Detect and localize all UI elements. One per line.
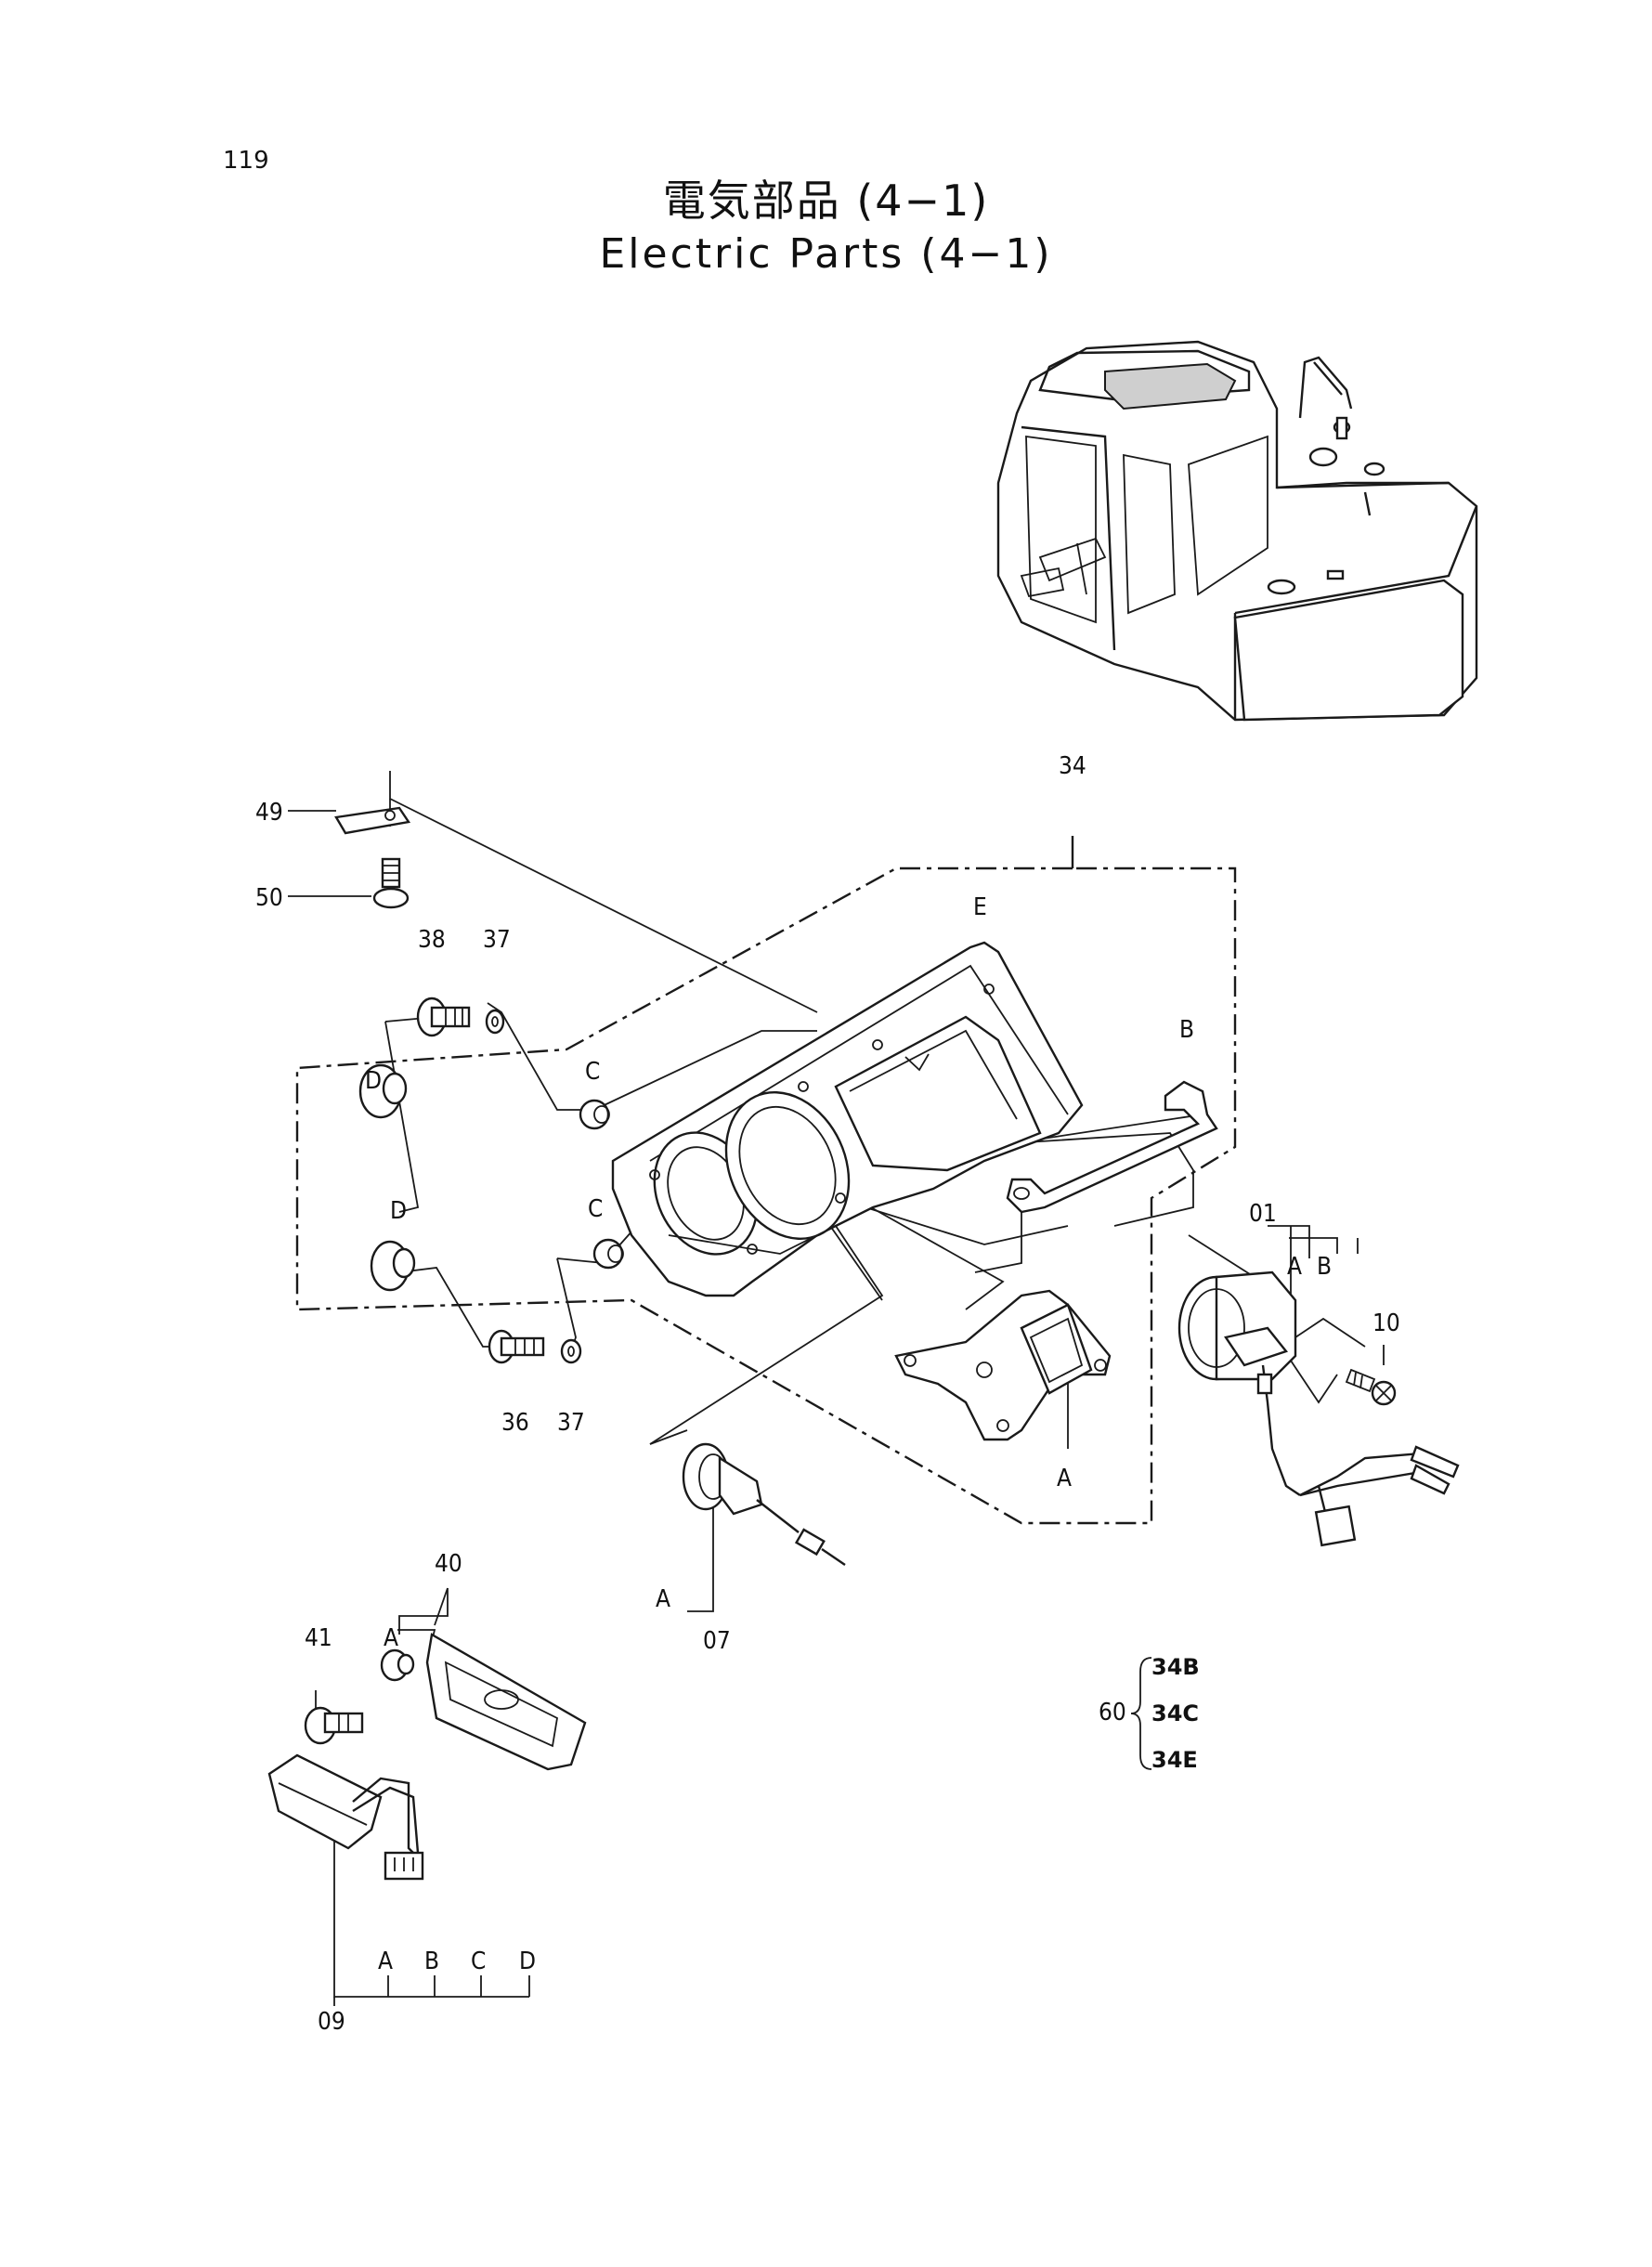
label-B-01: B — [1317, 1253, 1332, 1281]
set-60-item-1: 34B — [1151, 1654, 1200, 1680]
part-49-plate — [334, 806, 411, 835]
part-01-buzzer — [1177, 1270, 1460, 1547]
grommet-c-lower — [592, 1238, 624, 1270]
part-40-lamp-housing — [425, 1633, 587, 1771]
label-A-07: A — [656, 1585, 670, 1613]
part-37-washer-lower — [560, 1338, 582, 1364]
set-60-list: 60 34B 34C 34E — [1099, 1654, 1200, 1773]
label-36: 36 — [501, 1409, 529, 1437]
label-B-09: B — [424, 1948, 439, 1975]
label-D-upper: D — [365, 1067, 382, 1095]
title-japanese: 電気部品 (4−1) — [662, 176, 990, 226]
excavator-overview — [996, 340, 1478, 722]
label-E: E — [973, 893, 987, 921]
label-A-09: A — [378, 1948, 393, 1975]
part-10-screw — [1345, 1368, 1397, 1406]
label-41: 41 — [305, 1624, 332, 1652]
page-number: 119 — [223, 147, 269, 175]
grommet-d-upper — [358, 1063, 408, 1119]
label-C-lower: C — [588, 1195, 603, 1223]
grommet-d-lower — [370, 1240, 416, 1292]
part-50-bolt — [372, 857, 410, 909]
part-36-pin — [488, 1329, 545, 1364]
bracket-b — [1006, 1080, 1218, 1214]
label-10: 10 — [1372, 1309, 1400, 1337]
label-07: 07 — [703, 1627, 731, 1655]
label-50: 50 — [255, 884, 283, 912]
label-38: 38 — [418, 926, 446, 954]
label-A-40: A — [384, 1624, 398, 1652]
label-01: 01 — [1249, 1200, 1277, 1228]
label-B-bracket: B — [1179, 1016, 1194, 1044]
label-37-upper: 37 — [483, 926, 511, 954]
part-07-socket — [682, 1442, 846, 1566]
part-38-pin — [416, 997, 471, 1037]
label-A-01: A — [1287, 1253, 1302, 1281]
part-09-lamp — [267, 1753, 424, 1881]
part-37-washer-upper — [485, 1009, 505, 1035]
label-D-lower: D — [390, 1197, 407, 1225]
label-09: 09 — [318, 2008, 345, 2036]
callout-labels: 34 49 50 38 37 E B C D D C 36 37 A 01 A … — [255, 752, 1400, 2036]
gauge-panel-housing — [611, 941, 1084, 1297]
set-boundary-34 — [295, 836, 1237, 1525]
label-D-09: D — [519, 1948, 536, 1975]
mounting-plate — [894, 1289, 1112, 1441]
set-60-item-3: 34E — [1151, 1747, 1198, 1773]
grommet-a-40 — [380, 1648, 415, 1682]
label-40: 40 — [435, 1550, 462, 1578]
label-C-upper: C — [585, 1058, 600, 1086]
label-C-09: C — [471, 1948, 486, 1975]
label-37-lower: 37 — [557, 1409, 585, 1437]
part-41-bolt — [304, 1706, 364, 1745]
leader-lines — [288, 771, 1385, 2006]
label-60: 60 — [1099, 1699, 1126, 1726]
label-A-plate: A — [1057, 1465, 1072, 1492]
label-49: 49 — [255, 799, 283, 827]
label-34: 34 — [1059, 752, 1086, 780]
set-60-item-2: 34C — [1151, 1700, 1199, 1726]
grommet-c-upper — [579, 1099, 610, 1130]
title-english: Electric Parts (4−1) — [599, 230, 1053, 278]
